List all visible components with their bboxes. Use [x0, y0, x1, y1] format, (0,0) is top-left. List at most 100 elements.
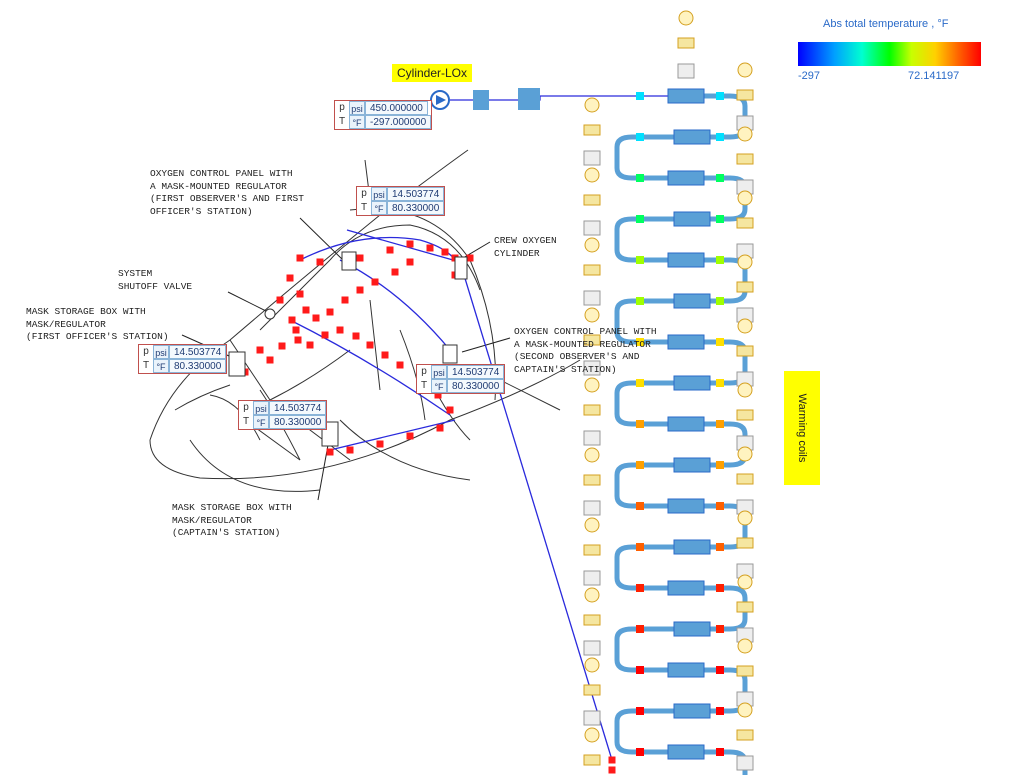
pipe-node [288, 316, 296, 324]
pipe-node [278, 342, 286, 350]
coil-node [636, 379, 644, 387]
pipe-node [276, 296, 284, 304]
pipe-node [266, 356, 274, 364]
leader-lines [181, 217, 511, 501]
pipe-node [292, 326, 300, 334]
pipe-node [326, 448, 334, 456]
cockpit-piping-nodes [241, 240, 616, 774]
coil-node [716, 379, 724, 387]
pipe-node [352, 332, 360, 340]
heater-icon [583, 237, 601, 306]
pipe-node [436, 424, 444, 432]
coil-node [636, 502, 644, 510]
coil-node [636, 215, 644, 223]
callout-control-panel-first: OXYGEN CONTROL PANEL WITH A MASK-MOUNTED… [150, 168, 304, 217]
heater-icon [736, 254, 754, 323]
heater-icon [583, 167, 601, 236]
coil-heat-exchanger [667, 334, 705, 350]
pipe-node [302, 306, 310, 314]
pipe-node [356, 254, 364, 262]
coil-node [636, 666, 644, 674]
pipe-node [386, 246, 394, 254]
coil-heat-exchanger [667, 744, 705, 760]
pipe-node [316, 258, 324, 266]
pipe-node [371, 278, 379, 286]
coil-heat-exchanger [667, 88, 705, 104]
heater-icon [583, 727, 601, 766]
coil-node [636, 174, 644, 182]
coil-segments [636, 88, 724, 760]
heater-icon [583, 447, 601, 516]
legend-title: Abs total temperature , °F [823, 18, 949, 30]
pipe-node [466, 254, 474, 262]
pipe-node [426, 244, 434, 252]
coil-node [636, 543, 644, 551]
heater-icon [736, 702, 754, 771]
pipe-node [406, 432, 414, 440]
heater-icon [583, 517, 601, 586]
pipe-node [396, 361, 404, 369]
coil-heat-exchanger [673, 703, 711, 719]
coil-node [636, 625, 644, 633]
pipe-node [434, 391, 442, 399]
heater-icon [736, 126, 754, 195]
coil-node [716, 543, 724, 551]
warming-coils-label: Warming coils [784, 371, 820, 485]
side-icons [583, 10, 754, 771]
heater-icon [736, 318, 754, 387]
coil-heat-exchanger [667, 498, 705, 514]
blue-flow-lines [289, 95, 668, 761]
heater-icon [583, 377, 601, 446]
coil-heat-exchanger [673, 293, 711, 309]
coil-node [636, 748, 644, 756]
pipe-node [406, 258, 414, 266]
coil-heat-exchanger [667, 662, 705, 678]
callout-shutoff-valve: SYSTEM SHUTOFF VALVE [118, 268, 193, 292]
coil-node [716, 461, 724, 469]
pipe-node [321, 331, 329, 339]
coil-node [716, 625, 724, 633]
coil-node [716, 92, 724, 100]
heater-icon [736, 62, 754, 131]
pipe-node [441, 248, 449, 256]
coil-node [716, 502, 724, 510]
callout-crew-cylinder: CREW OXYGEN CYLINDER [494, 235, 557, 259]
coil-node [636, 256, 644, 264]
coil-node [716, 420, 724, 428]
heater-icon [736, 446, 754, 515]
pipe-node [312, 314, 320, 322]
pipe-node [306, 341, 314, 349]
heater-icon [583, 657, 601, 726]
coil-node [636, 707, 644, 715]
pipe-node [608, 766, 616, 774]
cylinder-lox-label: Cylinder-LOx [392, 64, 473, 82]
pipe-node [391, 268, 399, 276]
pipe-node [376, 440, 384, 448]
coil-node [716, 707, 724, 715]
heater-icon [736, 574, 754, 643]
coil-node [636, 338, 644, 346]
coil-node [716, 215, 724, 223]
pipe-node [356, 286, 364, 294]
coil-node [636, 133, 644, 141]
coil-heat-exchanger [673, 211, 711, 227]
coil-node [636, 92, 644, 100]
coil-heat-exchanger [667, 170, 705, 186]
pipe-node [346, 446, 354, 454]
legend-min: -297 [798, 70, 821, 82]
legend-color-bar [798, 42, 981, 66]
legend-max: 72.141197 [908, 70, 960, 82]
coil-node [716, 256, 724, 264]
heater-icon [583, 97, 601, 166]
callout-mask-box-first-officer: MASK STORAGE BOX WITH MASK/REGULATOR (FI… [26, 306, 169, 342]
coil-heat-exchanger [667, 416, 705, 432]
heater-icon [583, 307, 601, 376]
heater-icon [736, 638, 754, 707]
coil-node [716, 584, 724, 592]
pipe-node [256, 346, 264, 354]
